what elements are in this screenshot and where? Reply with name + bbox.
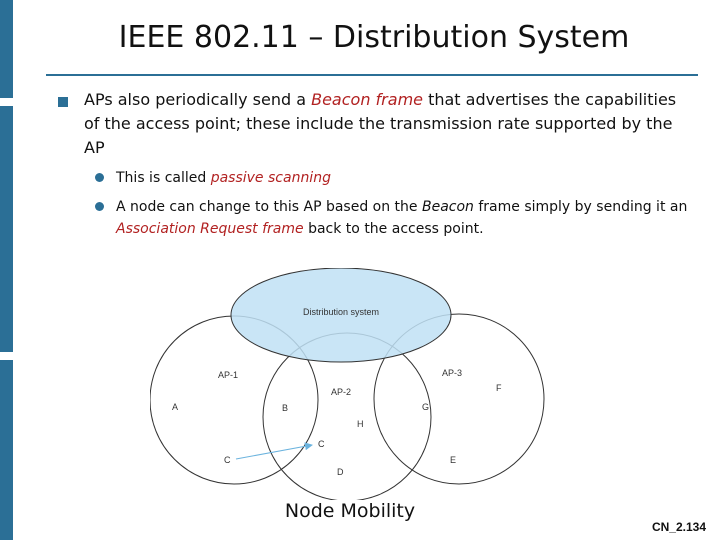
round-bullet-icon — [95, 173, 104, 182]
association-request-highlight: Association Request frame — [116, 221, 304, 237]
ap1-label: AP-1 — [218, 370, 238, 380]
node-label-b: B — [282, 403, 288, 413]
left-accent-bar — [0, 0, 13, 540]
left-bar-segment — [0, 0, 13, 98]
ap2-label: AP-2 — [331, 387, 351, 397]
node-label-h: H — [357, 419, 364, 429]
main-bullet-part1: APs also periodically send a — [84, 90, 312, 109]
sub-bullet-association: A node can change to this AP based on th… — [116, 196, 706, 240]
ap3-label: AP-3 — [442, 368, 462, 378]
title-rule — [46, 74, 698, 76]
sub2-part1: A node can change to this AP based on th… — [116, 199, 422, 215]
node-label-g: G — [422, 402, 429, 412]
sub1-part1: This is called — [116, 170, 211, 186]
passive-scanning-highlight: passive scanning — [210, 170, 331, 186]
main-bullet-part2: that advertises the capabilities of the … — [84, 90, 677, 157]
node-label-c-start: C — [224, 455, 231, 465]
slide-number: CN_2.134 — [651, 520, 706, 534]
node-mobility-arrow — [235, 442, 313, 460]
ap3-coverage-circle — [373, 313, 545, 485]
round-bullet-icon — [95, 202, 104, 211]
beacon-italic: Beacon — [421, 199, 474, 215]
node-label-c-end: C — [318, 439, 325, 449]
diagram-caption: Node Mobility — [284, 500, 416, 522]
distribution-system-label: Distribution system — [303, 307, 379, 317]
sub-bullet-passive-scanning: This is called passive scanning — [116, 167, 706, 189]
node-label-a: A — [172, 402, 178, 412]
sub2-part3: back to the access point. — [303, 221, 484, 237]
sub2-part2: frame simply by sending it an — [473, 199, 688, 215]
left-bar-segment — [0, 360, 13, 540]
node-label-d: D — [337, 467, 344, 477]
beacon-frame-highlight: Beacon frame — [311, 90, 423, 109]
slide-title: IEEE 802.11 – Distribution System — [118, 20, 630, 55]
main-bullet-text: APs also periodically send a Beacon fram… — [84, 88, 684, 160]
node-label-e: E — [450, 455, 456, 465]
distribution-system-diagram: Distribution system AP-1 AP-2 AP-3 A B C… — [150, 268, 545, 500]
node-label-f: F — [496, 383, 502, 393]
square-bullet-icon — [58, 97, 68, 107]
distribution-system-ellipse — [230, 268, 452, 363]
left-bar-segment — [0, 106, 13, 352]
